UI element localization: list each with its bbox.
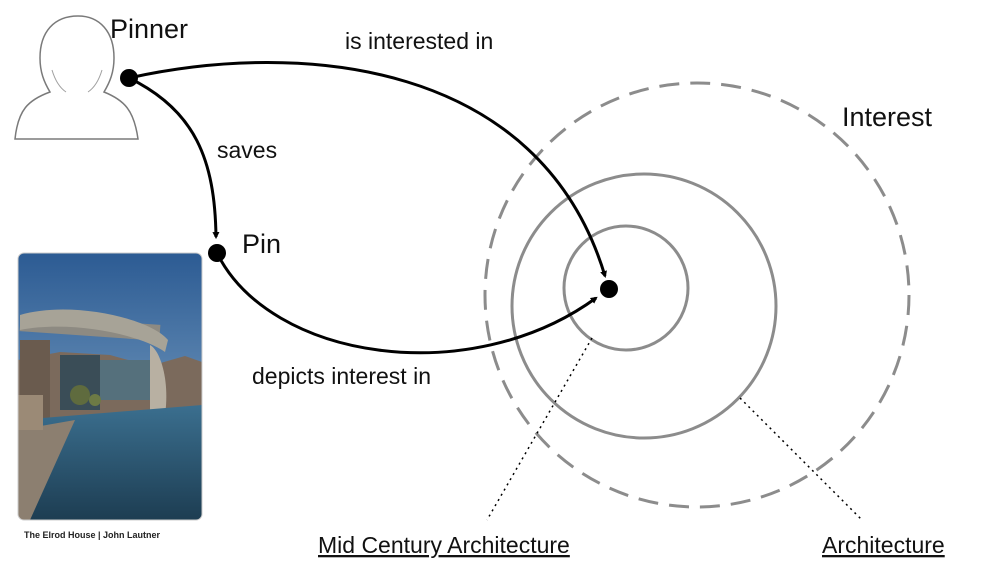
mid-century-circle (562, 224, 690, 352)
mid-century-architecture-label: Mid Century Architecture (318, 532, 570, 558)
interest-node (600, 280, 618, 298)
pin-label: Pin (242, 229, 281, 259)
person-silhouette-icon (14, 15, 139, 140)
photo-caption: The Elrod House | John Lautner (24, 530, 161, 540)
interest-dashed-circle (483, 81, 911, 509)
depicts-interest-in-label: depicts interest in (252, 363, 431, 389)
architecture-circle (510, 172, 778, 440)
is-interested-in-label: is interested in (345, 28, 493, 54)
pinner-node (120, 69, 138, 87)
pin-photo (17, 252, 203, 521)
architecture-leader-line (739, 397, 863, 521)
depicts-interest-in-edge (215, 252, 598, 355)
pinner-label: Pinner (110, 14, 188, 44)
is-interested-in-edge (128, 61, 607, 279)
saves-label: saves (217, 137, 277, 163)
pin-node (208, 244, 226, 262)
saves-edge (128, 76, 220, 240)
mid-century-leader-line (486, 337, 593, 521)
architecture-label: Architecture (822, 532, 945, 558)
interest-label: Interest (842, 102, 933, 132)
